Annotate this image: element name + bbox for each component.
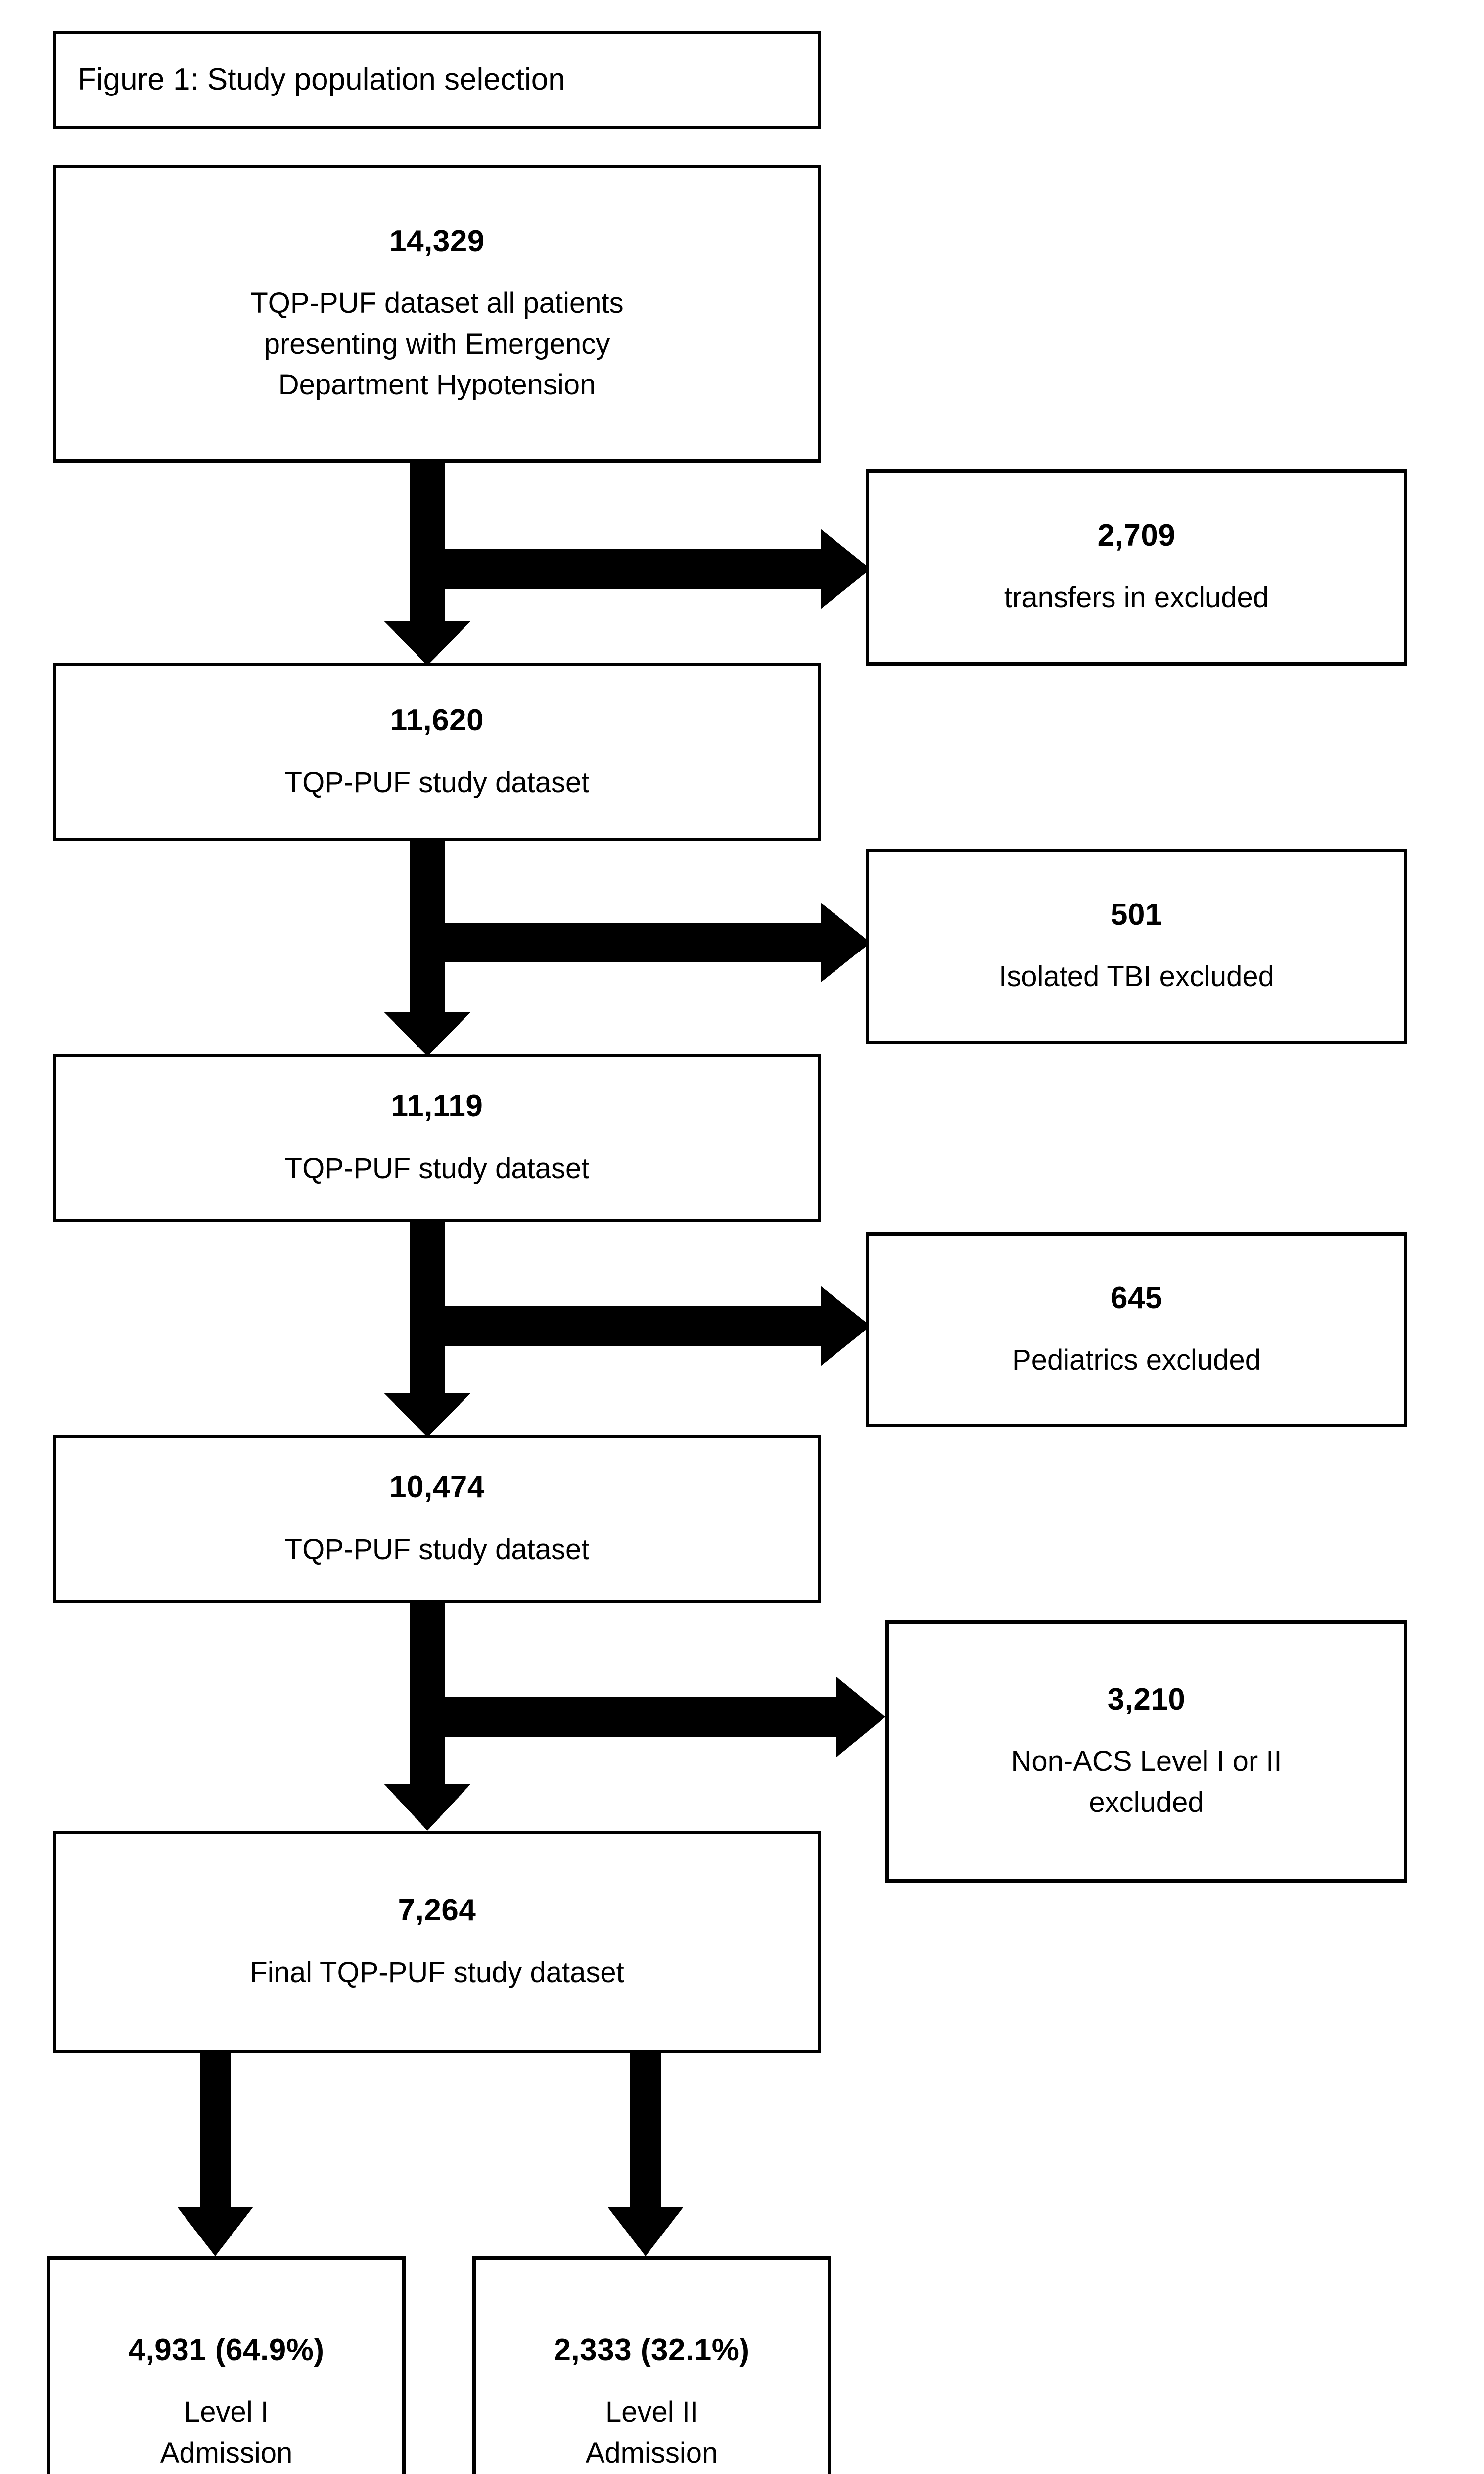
outcome-level-1: 4,931 (64.9%) Level I Admission bbox=[47, 2256, 406, 2474]
arrow-down-level2 bbox=[607, 2053, 684, 2256]
node-count: 10,474 bbox=[389, 1470, 485, 1505]
node-label-line-3: Department Hypotension bbox=[278, 368, 596, 401]
node-all-patients: 14,329 TQP-PUF dataset all patients pres… bbox=[53, 165, 821, 463]
arrow-right-3 bbox=[430, 1286, 871, 1366]
node-label-line-2: presenting with Emergency bbox=[264, 328, 610, 360]
outcome-label-line-2: Admission bbox=[160, 2436, 293, 2469]
node-count: 7,264 bbox=[398, 1893, 476, 1928]
exclusion-count: 3,210 bbox=[1107, 1682, 1186, 1716]
exclusion-label-line-2: excluded bbox=[1089, 1786, 1204, 1818]
arrow-down-1 bbox=[384, 463, 471, 666]
node-label: TQP-PUF study dataset bbox=[284, 1533, 590, 1566]
exclusion-count: 2,709 bbox=[1097, 518, 1176, 553]
node-after-pediatrics: 10,474 TQP-PUF study dataset bbox=[53, 1435, 821, 1603]
exclusion-transfers-in: 2,709 transfers in excluded bbox=[866, 469, 1407, 666]
node-label: TQP-PUF study dataset bbox=[284, 766, 590, 799]
arrow-down-2 bbox=[384, 841, 471, 1056]
arrow-right-4 bbox=[430, 1676, 885, 1758]
exclusion-label: transfers in excluded bbox=[1004, 581, 1269, 614]
node-label-line-1: TQP-PUF dataset all patients bbox=[250, 287, 624, 320]
node-count: 14,329 bbox=[389, 224, 485, 258]
exclusion-isolated-tbi: 501 Isolated TBI excluded bbox=[866, 849, 1407, 1044]
outcome-count: 4,931 (64.9%) bbox=[128, 2332, 325, 2367]
figure-title: Figure 1: Study population selection bbox=[78, 62, 565, 96]
outcome-level-2: 2,333 (32.1%) Level II Admission bbox=[472, 2256, 831, 2474]
exclusion-pediatrics: 645 Pediatrics excluded bbox=[866, 1232, 1407, 1427]
figure-title-box: Figure 1: Study population selection bbox=[53, 31, 821, 129]
outcome-count: 2,333 (32.1%) bbox=[554, 2332, 750, 2367]
exclusion-label: Pediatrics excluded bbox=[1012, 1344, 1261, 1377]
node-after-transfers: 11,620 TQP-PUF study dataset bbox=[53, 663, 821, 841]
outcome-label-line-2: Admission bbox=[585, 2436, 718, 2469]
exclusion-count: 501 bbox=[1111, 897, 1162, 932]
arrow-down-4 bbox=[384, 1603, 471, 1831]
exclusion-non-acs: 3,210 Non-ACS Level I or II excluded bbox=[885, 1620, 1407, 1883]
node-after-tbi: 11,119 TQP-PUF study dataset bbox=[53, 1054, 821, 1222]
arrow-down-3 bbox=[384, 1222, 471, 1437]
arrow-down-level1 bbox=[177, 2053, 253, 2256]
exclusion-count: 645 bbox=[1111, 1281, 1162, 1315]
arrow-right-2 bbox=[430, 903, 871, 982]
exclusion-label-line-1: Non-ACS Level I or II bbox=[1011, 1745, 1282, 1778]
node-count: 11,119 bbox=[391, 1089, 483, 1124]
outcome-label-line-1: Level I bbox=[184, 2396, 269, 2428]
node-label: Final TQP-PUF study dataset bbox=[250, 1956, 624, 1989]
node-count: 11,620 bbox=[390, 703, 484, 738]
arrow-right-1 bbox=[430, 529, 871, 609]
outcome-label-line-1: Level II bbox=[605, 2396, 698, 2428]
node-final-dataset: 7,264 Final TQP-PUF study dataset bbox=[53, 1831, 821, 2053]
node-label: TQP-PUF study dataset bbox=[284, 1152, 590, 1185]
exclusion-label: Isolated TBI excluded bbox=[999, 960, 1274, 993]
